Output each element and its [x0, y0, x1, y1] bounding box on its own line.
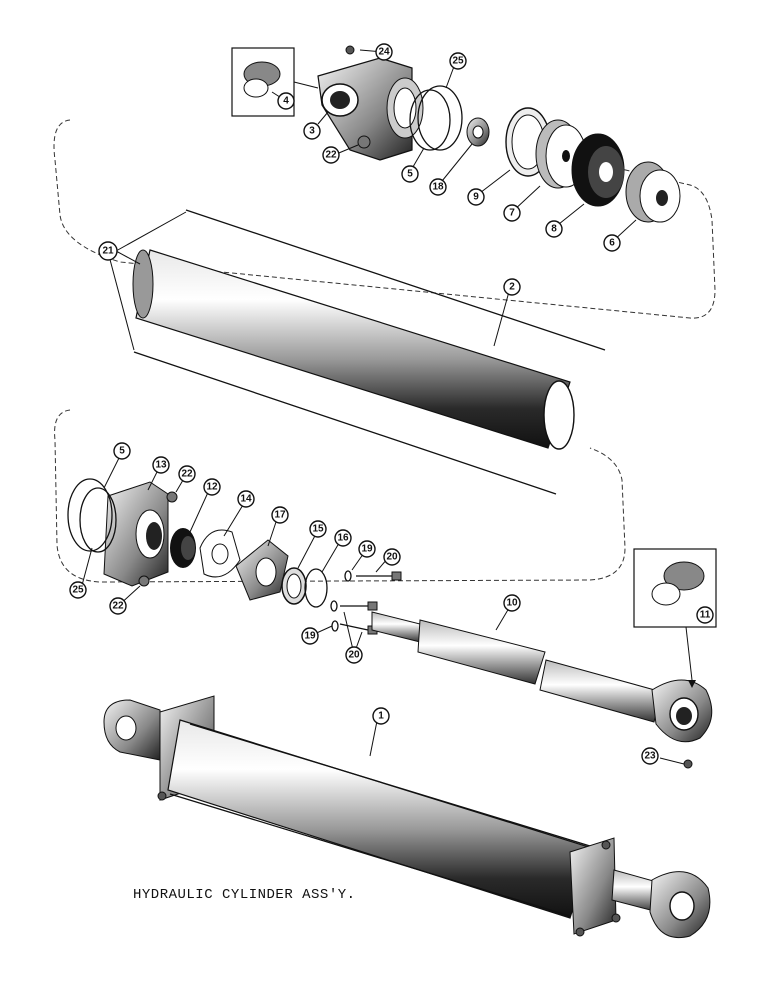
wiper-15 [281, 567, 307, 605]
bolt-24 [345, 45, 355, 55]
callouts: 24 4 3 22 25 5 18 9 7 8 6 21 2 5 13 22 1… [69, 43, 714, 765]
callout-9: 9 [467, 188, 485, 206]
svg-text:13: 13 [155, 460, 167, 471]
ring-16 [304, 568, 328, 608]
callout-22-mid: 22 [178, 465, 196, 483]
callout-6: 6 [603, 234, 621, 252]
washers-19 [330, 570, 352, 632]
svg-text:1: 1 [378, 711, 384, 722]
svg-text:25: 25 [72, 585, 84, 596]
callout-13: 13 [152, 456, 170, 474]
callout-10: 10 [503, 594, 521, 612]
retainer-17 [235, 539, 289, 601]
svg-text:5: 5 [119, 446, 125, 457]
seal-8 [571, 133, 625, 207]
nut-23 [683, 759, 693, 769]
callout-19-top: 19 [358, 540, 376, 558]
rear-end-cap [317, 57, 424, 161]
callout-19-bottom: 19 [301, 627, 319, 645]
callout-4: 4 [277, 92, 295, 110]
svg-text:7: 7 [509, 208, 515, 219]
front-end-cap [103, 481, 169, 587]
o-ring-5-upper [409, 89, 451, 151]
nut-22-lower [138, 491, 178, 587]
svg-text:3: 3 [309, 126, 315, 137]
piston-6 [625, 161, 681, 223]
svg-text:22: 22 [181, 469, 193, 480]
callout-5-lower: 5 [113, 442, 131, 460]
svg-text:19: 19 [361, 544, 373, 555]
diagram-title: HYDRAULIC CYLINDER ASS'Y. [133, 887, 356, 903]
upper-group-outline [53, 119, 716, 319]
nut-22-upper [357, 135, 371, 149]
nut-18 [466, 117, 490, 147]
svg-text:19: 19 [304, 631, 316, 642]
callout-14: 14 [237, 490, 255, 508]
callout-1: 1 [372, 707, 390, 725]
svg-text:20: 20 [386, 552, 398, 563]
callout-2: 2 [503, 278, 521, 296]
svg-text:8: 8 [551, 224, 557, 235]
gasket-14 [199, 529, 241, 578]
piston-rod [371, 611, 713, 743]
svg-text:21: 21 [102, 246, 114, 257]
callout-12: 12 [203, 478, 221, 496]
svg-text:25: 25 [452, 56, 464, 67]
callout-5-top: 5 [401, 165, 419, 183]
svg-text:12: 12 [206, 482, 218, 493]
cylinder-tube [132, 249, 575, 450]
svg-text:2: 2 [509, 282, 515, 293]
svg-text:4: 4 [283, 96, 289, 107]
callout-11: 11 [696, 606, 714, 624]
svg-text:24: 24 [378, 47, 390, 58]
svg-text:10: 10 [506, 598, 518, 609]
callout-24: 24 [375, 43, 393, 61]
svg-text:20: 20 [348, 650, 360, 661]
svg-text:14: 14 [240, 494, 252, 505]
svg-text:9: 9 [473, 192, 479, 203]
assembled-cylinder [103, 695, 711, 938]
svg-text:15: 15 [312, 524, 324, 535]
callout-21: 21 [98, 241, 118, 261]
callout-20-bottom: 20 [345, 646, 363, 664]
svg-text:11: 11 [700, 610, 711, 621]
bushing-inset [231, 47, 319, 117]
callout-22-bottom: 22 [109, 597, 127, 615]
callout-8: 8 [545, 220, 563, 238]
seal-12 [170, 528, 196, 568]
callout-22-top: 22 [322, 146, 340, 164]
callout-17: 17 [271, 506, 289, 524]
callout-15: 15 [309, 520, 327, 538]
callout-16: 16 [334, 529, 352, 547]
svg-text:6: 6 [609, 238, 615, 249]
svg-text:16: 16 [337, 533, 349, 544]
lower-group-outline [54, 409, 626, 583]
o-rings-lower [67, 478, 117, 553]
callout-20-top: 20 [383, 548, 401, 566]
callout-25-top: 25 [449, 52, 467, 70]
o-ring-25-upper [417, 85, 463, 151]
svg-text:18: 18 [432, 182, 444, 193]
callout-25-lower: 25 [69, 581, 87, 599]
callout-18: 18 [429, 178, 447, 196]
callout-3: 3 [303, 122, 321, 140]
svg-text:23: 23 [644, 751, 656, 762]
svg-text:17: 17 [274, 510, 286, 521]
callout-23: 23 [641, 747, 659, 765]
svg-text:22: 22 [112, 601, 124, 612]
callout-7: 7 [503, 204, 521, 222]
svg-text:5: 5 [407, 169, 413, 180]
svg-text:22: 22 [325, 150, 337, 161]
rod-bushing-inset [633, 548, 717, 688]
